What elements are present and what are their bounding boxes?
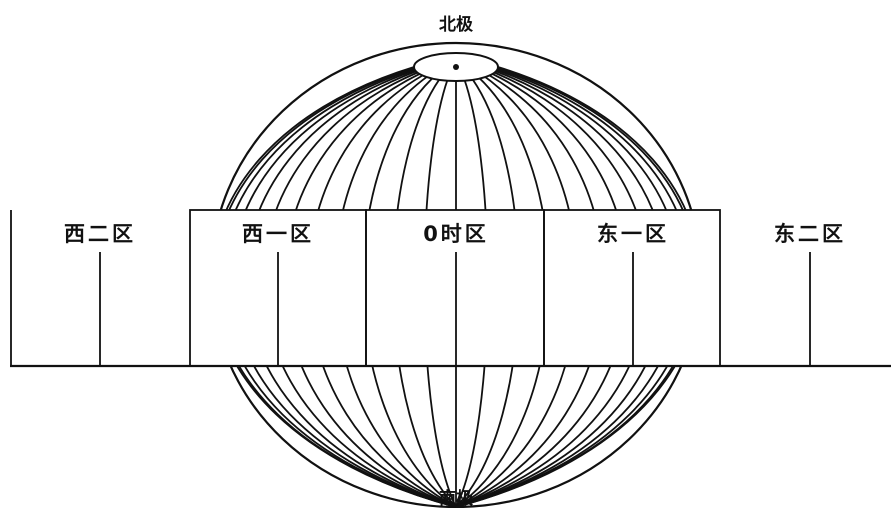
south-pole-label: 南极: [439, 484, 473, 509]
zone-label-west-1: 西一区: [242, 218, 314, 248]
zone-label-east-1: 东一区: [597, 218, 669, 248]
zone-label-zone-0: 0时区: [423, 218, 489, 248]
north-pole-label: 北极: [439, 10, 473, 35]
zone-label-west-2: 西二区: [64, 218, 136, 248]
north-pole-dot: [453, 64, 459, 70]
zone-label-east-2: 东二区: [774, 218, 846, 248]
